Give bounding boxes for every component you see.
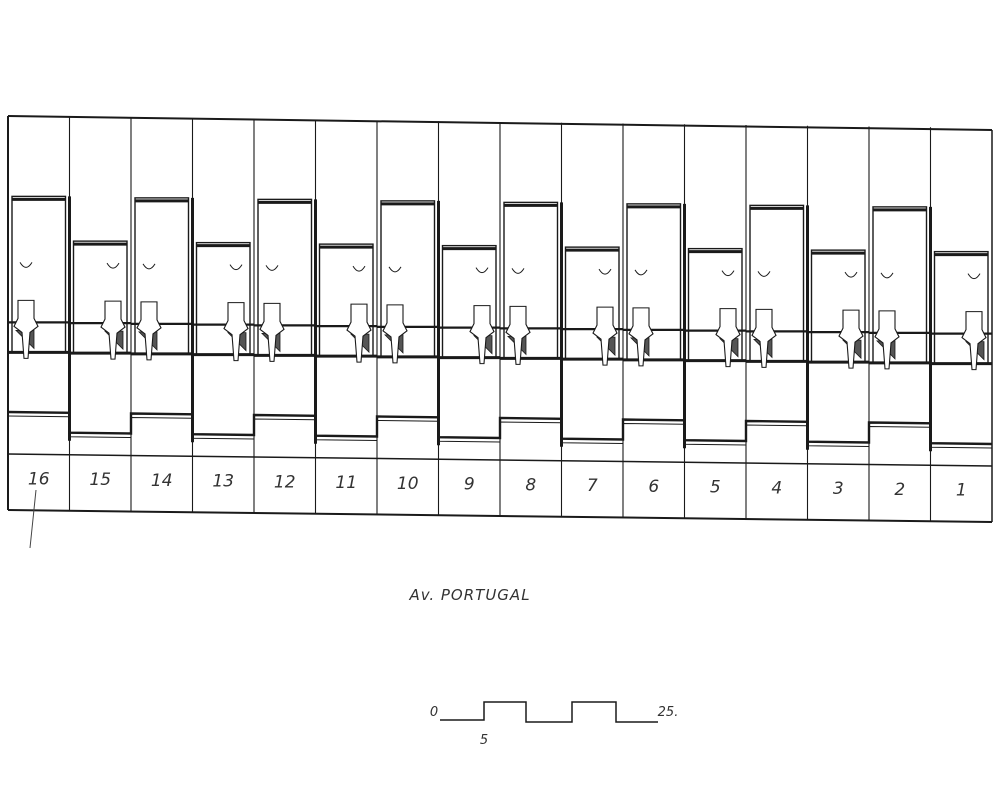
house-unit (254, 198, 317, 444)
house-unit (807, 249, 869, 369)
scale-end-label: 25. (658, 705, 679, 720)
lot-number-label: 2 (894, 480, 905, 500)
lot-number-label: 5 (710, 478, 721, 498)
house-unit (930, 250, 992, 371)
lot-number-label: 4 (771, 478, 782, 498)
scale-bar (440, 701, 658, 723)
lot-number-label: 6 (648, 477, 659, 497)
lot-number-label: 15 (89, 470, 111, 490)
lot-number-label: 9 (464, 475, 475, 495)
street-name: Av. PORTUGAL (408, 586, 530, 604)
house-unit (561, 246, 623, 366)
front-boundary-line (7, 410, 993, 449)
house-unit (8, 195, 71, 441)
lot-number-label: 12 (274, 472, 296, 492)
lot-number-label: 8 (525, 475, 536, 495)
house-unit (69, 240, 131, 360)
lot-number-label: 7 (587, 476, 598, 496)
house-unit (746, 204, 809, 450)
house-unit (192, 241, 254, 362)
house-unit (315, 243, 377, 363)
house-unit (623, 203, 686, 449)
scale-start-label: 0 (430, 705, 438, 720)
house-unit (500, 201, 563, 447)
house-unit (438, 244, 500, 365)
lot-16-leader-line (29, 489, 37, 549)
house-footprints (8, 195, 992, 452)
scale-mid-label: 5 (480, 733, 488, 748)
lot-number-row-top (7, 453, 993, 467)
lot-number-labels: 16 15 14 13 12 11 10 9 8 7 6 5 4 3 2 1 (28, 469, 967, 500)
lot-number-label: 1 (956, 481, 967, 501)
lot-number-label: 16 (28, 469, 50, 489)
lot-number-label: 14 (151, 471, 173, 491)
lot-number-label: 10 (397, 474, 419, 494)
house-unit (684, 247, 746, 368)
house-unit (377, 200, 440, 446)
house-unit (869, 206, 932, 452)
lot-number-label: 3 (833, 479, 844, 499)
house-unit (131, 197, 194, 443)
lot-number-label: 11 (335, 473, 357, 493)
lot-number-label: 13 (212, 472, 234, 492)
